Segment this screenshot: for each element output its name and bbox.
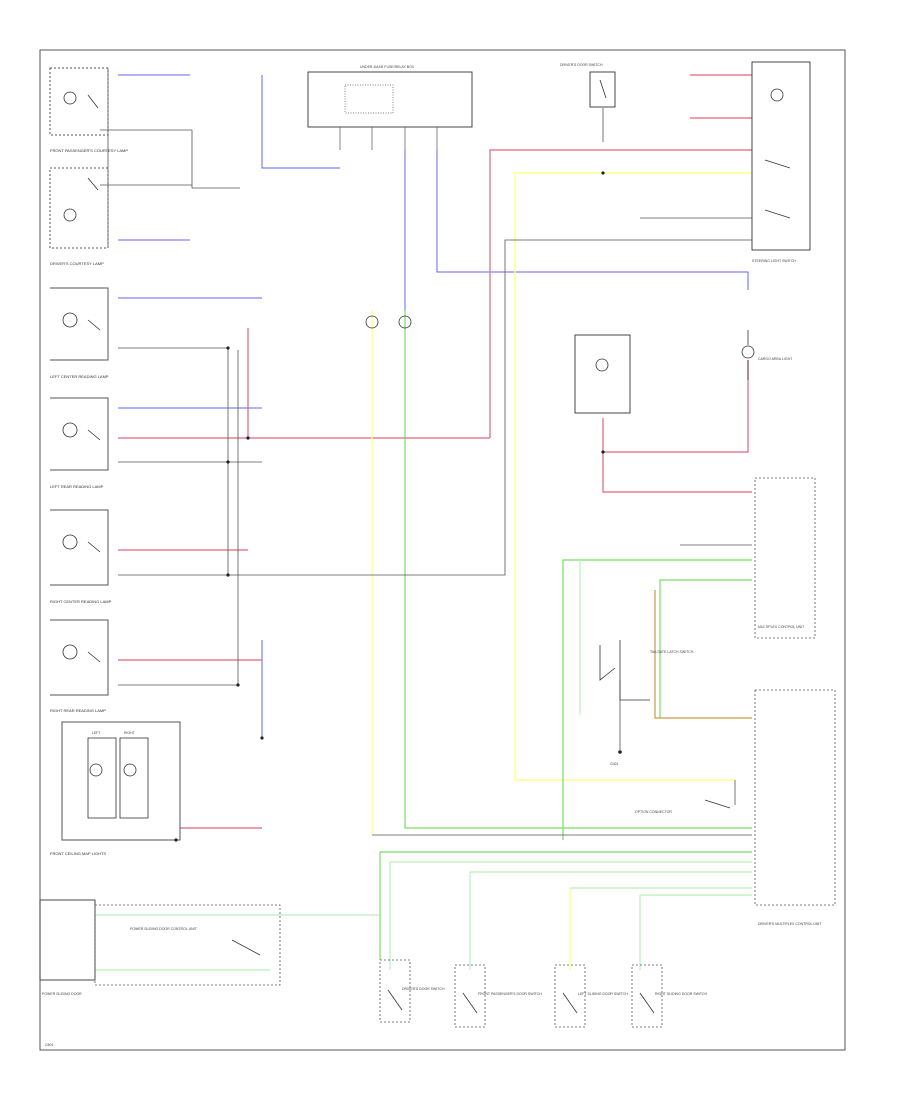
label-cargo-area-light: CARGO AREA LIGHT [758,357,793,361]
label-steering-light-switch: STEERING LIGHT SWITCH [752,259,796,263]
right-center-reading-lamp [50,509,109,586]
wire-yellow-1 [514,172,752,780]
wire-blue-7 [436,150,749,290]
wire-orange-1 [654,590,752,719]
label-right-rear-reading-lamp: RIGHT REAR READING LAMP [50,708,106,713]
wire-red-3 [489,149,752,438]
wire-red-9 [603,360,749,453]
left-rear-reading-lamp [50,397,109,471]
diagram-frame [39,49,846,1051]
tailgate-switch [599,640,650,754]
light-green-wires [95,560,752,971]
wire-blue-2 [261,75,340,169]
label-right-sliding-door-switch: RIGHT SLIDING DOOR SWITCH [655,992,708,996]
wire-gray-4 [118,347,229,575]
label-g401: G401 [610,762,619,766]
front-map-lamp [574,334,631,414]
power-sliding-door-switch [39,899,281,986]
green-wires [379,310,752,960]
label-front-passengers-door-switch: FRONT PASSENGER'S DOOR SWITCH [478,992,542,996]
fuse-legs [339,127,438,150]
wire-gray-6 [118,239,752,576]
label-drivers-door-lock-switch: DRIVER'S DOOR SWITCH [560,63,603,67]
front-passengers-courtesy-lamp [49,67,109,136]
steering-light-switch-box [751,61,811,251]
door-lock-switch [589,71,616,108]
label-under-dash-fuse-box: UNDER-DASH FUSE/RELAY BOX [360,65,415,69]
wire-green-5 [659,579,752,718]
label-left-center-reading-lamp: LEFT CENTER READING LAMP [50,374,109,379]
multiplex-control-unit-upper [754,477,816,639]
drivers-multiplex-control-unit [754,689,836,906]
wire-gray-2 [100,129,240,189]
drivers-courtesy-lamp [49,167,109,249]
option-connector [704,799,731,809]
right-rear-reading-lamp [50,619,109,696]
label-front-ceiling-map-lights: FRONT CEILING MAP LIGHTS [50,851,106,856]
center-ceiling-lights [365,315,412,329]
label-left-sliding-door-switch: LEFT SLIDING DOOR SWITCH [578,992,628,996]
label-drivers-courtesy-lamp: DRIVER'S COURTESY LAMP [50,261,104,266]
blue-wires [118,74,749,738]
cargo-area-light [741,330,755,380]
label-right-center-reading-lamp: RIGHT CENTER READING LAMP [50,599,112,604]
label-left-rear-reading-lamp: LEFT REAR READING LAMP [50,484,104,489]
label-g501: G501 [45,1043,54,1047]
label-tailgate-latch-switch: TAILGATE LATCH SWITCH [650,650,694,654]
label-drivers-door-switch-bottom: DRIVER'S DOOR SWITCH [402,987,445,991]
wire-green-2 [562,559,752,840]
label-front-passengers-courtesy-lamp: FRONT PASSENGER'S COURTESY LAMP [50,148,128,153]
wire-green-1 [404,310,752,829]
wire-gray-7 [118,350,239,686]
label-drivers-multiplex: DRIVER'S MULTIPLEX CONTROL UNIT [758,922,822,926]
under-dash-fuse-box [307,71,473,150]
label-power-sliding-door-switch: POWER SLIDING DOOR [42,992,82,996]
left-center-reading-lamp [50,287,109,361]
front-ceiling-map-lights [61,721,181,841]
label-left: LEFT [92,731,101,735]
label-power-sliding-door-control: POWER SLIDING DOOR CONTROL UNIT [130,927,198,931]
junction-dots [174,171,605,842]
label-option-connector: OPTION CONNECTOR [635,810,672,814]
red-wires [118,74,752,829]
yellow-wires [371,172,752,970]
orange-wires [654,590,752,719]
label-multiplex-control-unit: MULTIPLEX CONTROL UNIT [758,625,805,629]
bottom-door-switches [379,959,663,1028]
wire-red-8 [602,418,752,493]
label-right: RIGHT [124,731,136,735]
